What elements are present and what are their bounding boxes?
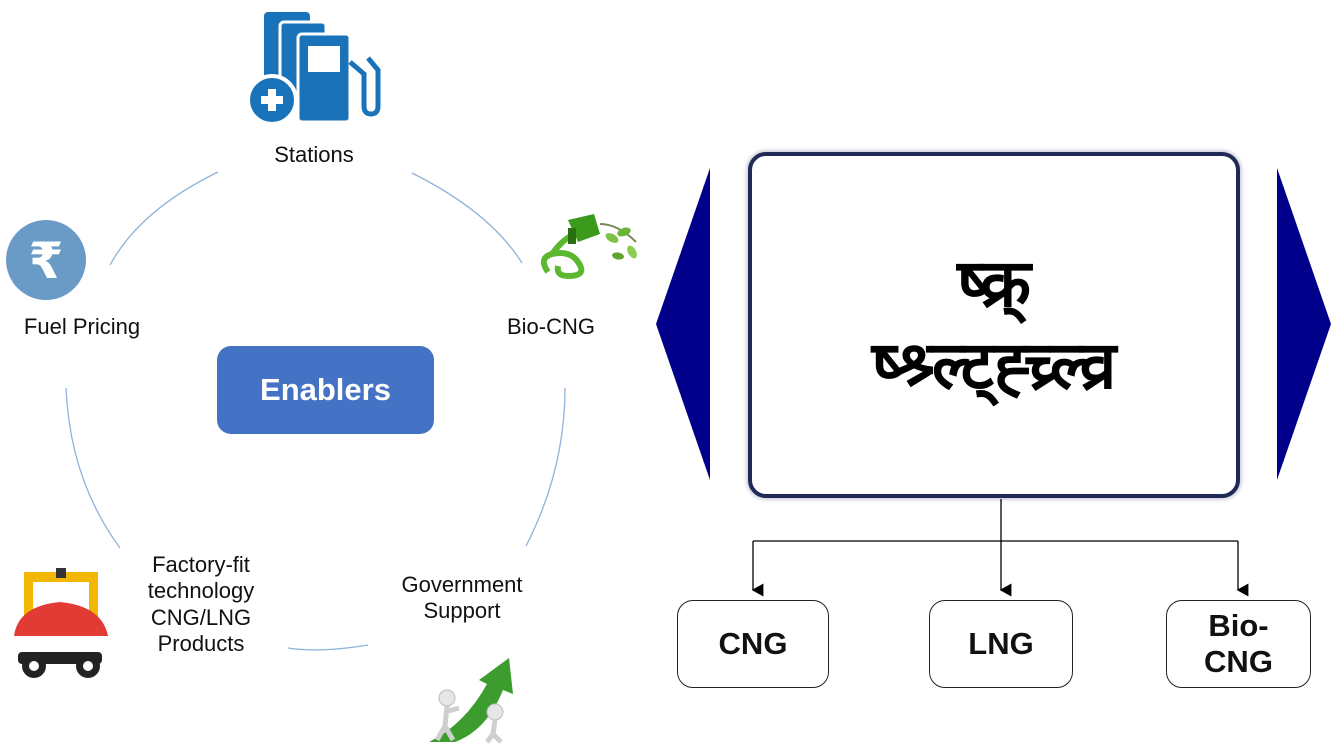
svg-text:₹: ₹: [29, 232, 64, 290]
arc-factory-to-fuel-pricing: [65, 387, 121, 549]
main-title-line-2: ष्श्र्ल्ट्ह्च्र्ल्व्र: [871, 327, 1117, 404]
factory-fit-label: Factory-fit technology CNG/LNG Products: [147, 552, 255, 657]
bio-cng-label: Bio-CNG: [506, 314, 595, 339]
left-triangle-arrow: [656, 168, 710, 480]
climbing-arrow-icon: [429, 658, 513, 744]
fuel-box-lng: LNG: [929, 600, 1073, 688]
government-support-label: Government Support: [401, 572, 523, 624]
vehicle-lift-icon: [14, 568, 108, 678]
enablers-center-badge: Enablers: [217, 346, 434, 434]
rupee-coin-icon: ₹: [6, 220, 86, 300]
arc-stations-to-fuel-pricing: [109, 171, 219, 266]
fuel-pricing-label: Fuel Pricing: [23, 314, 141, 339]
main-title-box: ष्क्र् ष्श्र्ल्ट्ह्च्र्ल्व्र: [748, 152, 1240, 498]
arc-government-to-factory: [287, 644, 369, 651]
fuel-pump-icon: [246, 12, 381, 126]
arc-bio-cng-to-government: [525, 387, 566, 547]
green-fuel-nozzle-icon: [540, 214, 637, 280]
fuel-box-bio-cng: Bio-CNG: [1166, 600, 1311, 688]
arc-stations-to-bio-cng: [411, 172, 523, 264]
fuel-box-cng: CNG: [677, 600, 829, 688]
stations-label: Stations: [274, 142, 354, 167]
main-title-line-1: ष्क्र्: [957, 244, 1031, 322]
right-triangle-arrow: [1277, 168, 1331, 480]
